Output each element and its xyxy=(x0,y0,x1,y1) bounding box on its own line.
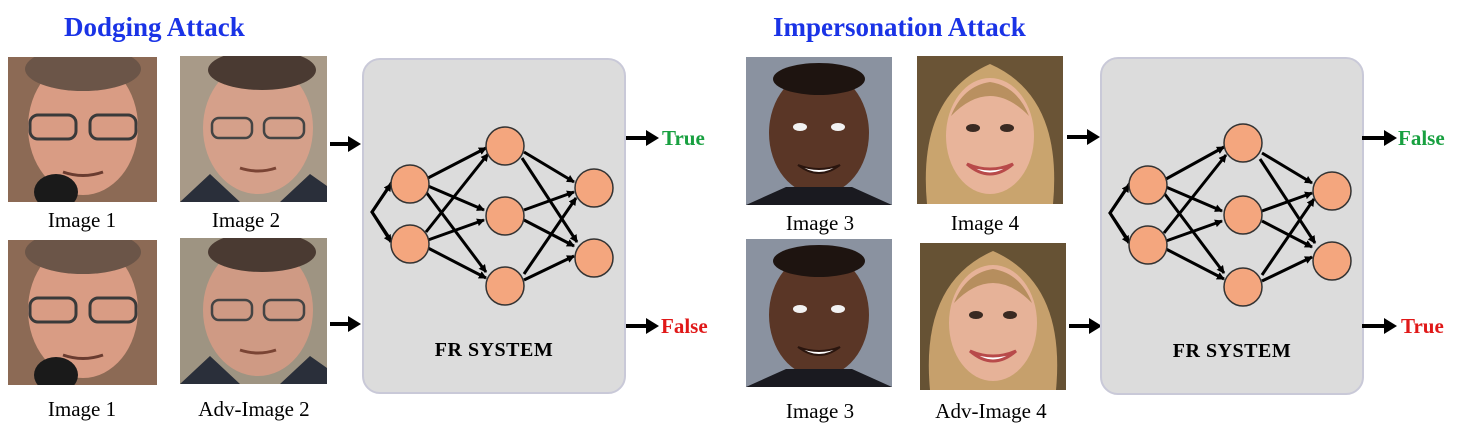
output-arrow-icon xyxy=(1362,318,1397,334)
caption-image-a: Image 1 xyxy=(47,397,117,421)
caption-image-b: Adv-Image 2 xyxy=(198,397,310,421)
fr-system-label: FR SYSTEM xyxy=(1172,340,1292,362)
input-arrow-icon xyxy=(330,316,361,332)
result-label: True xyxy=(1401,314,1444,338)
caption-image-b: Adv-Image 4 xyxy=(935,399,1047,423)
result-label: False xyxy=(661,314,708,338)
caption-image-b: Image 4 xyxy=(950,211,1020,235)
result-label: True xyxy=(662,126,705,150)
face-photo-image-1-copy xyxy=(8,240,157,385)
face-photo-image-1 xyxy=(8,57,157,202)
output-arrow-icon xyxy=(626,318,659,334)
input-arrow-icon xyxy=(330,136,361,152)
neural-network-diagram xyxy=(1108,123,1352,307)
face-photo-adv-image-2 xyxy=(180,238,327,384)
caption-image-b: Image 2 xyxy=(211,208,281,232)
fr-system-box: FR SYSTEM xyxy=(362,58,626,394)
face-photo-adv-image-4 xyxy=(920,243,1066,390)
caption-image-a: Image 3 xyxy=(785,399,855,423)
face-photo-image-2 xyxy=(180,56,327,202)
panel-title: Impersonation Attack xyxy=(773,12,1026,42)
face-photo-image-4 xyxy=(917,56,1063,204)
face-photo-image-3-copy xyxy=(746,239,892,387)
fr-system-label: FR SYSTEM xyxy=(434,339,554,361)
caption-image-a: Image 3 xyxy=(785,211,855,235)
neural-network-diagram xyxy=(370,126,614,306)
dodging-attack-panel: Dodging Attack Image 1 Image 2 xyxy=(8,12,708,421)
face-photo-image-3 xyxy=(746,57,892,205)
caption-image-a: Image 1 xyxy=(47,208,117,232)
output-arrow-icon xyxy=(626,130,659,146)
panel-title: Dodging Attack xyxy=(64,12,245,42)
input-arrow-icon xyxy=(1069,318,1102,334)
input-arrow-icon xyxy=(1067,129,1100,145)
impersonation-attack-panel: Impersonation Attack Image 3 Image 4 xyxy=(729,0,1458,431)
output-arrow-icon xyxy=(1362,130,1397,146)
fr-system-box: FR SYSTEM xyxy=(1100,57,1364,395)
result-label: False xyxy=(1398,126,1445,150)
